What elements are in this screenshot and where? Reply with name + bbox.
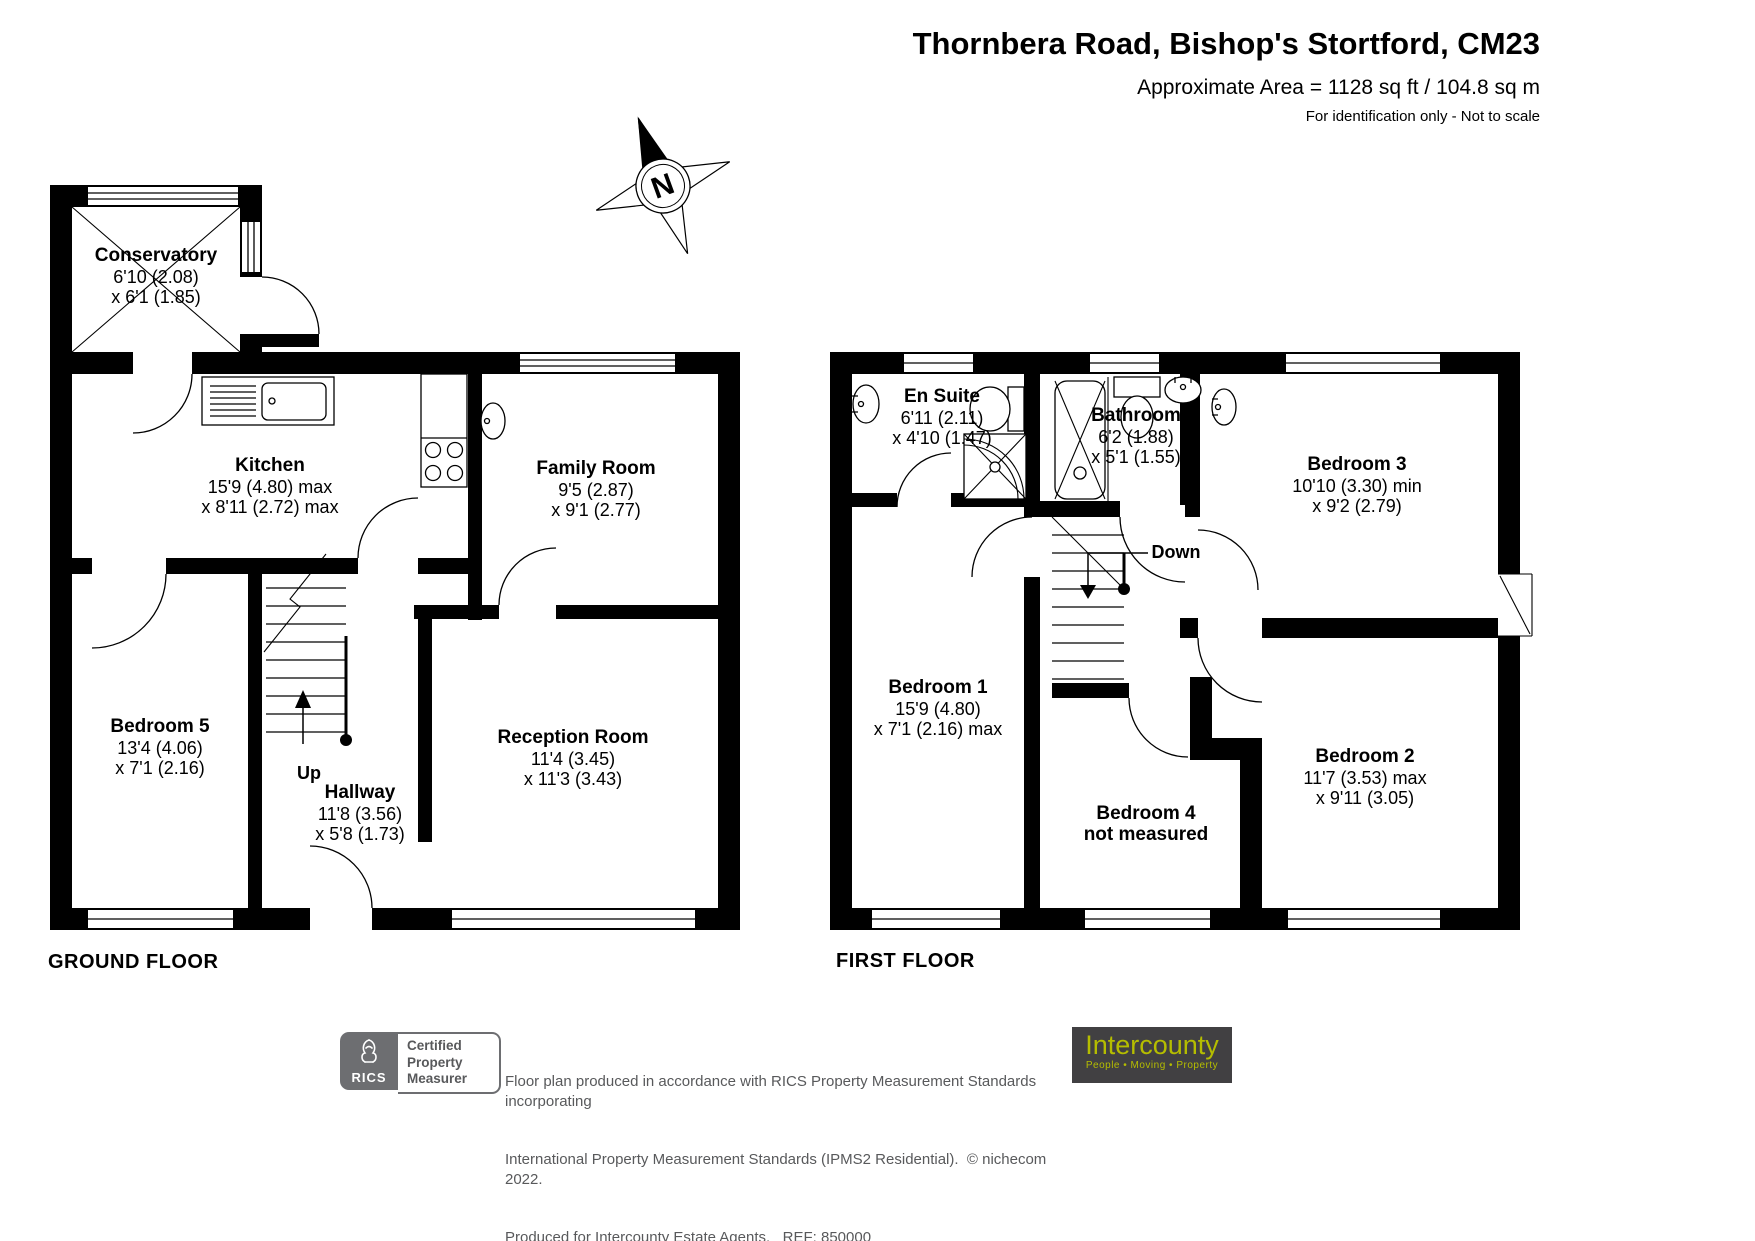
scale-note: For identification only - Not to scale <box>1305 108 1540 125</box>
stairs-up <box>263 553 352 746</box>
stairs-up-label: Up <box>297 763 321 783</box>
ground-floor-caption: GROUND FLOOR <box>48 951 219 973</box>
room-label-bedroom1: Bedroom 1 15'9 (4.80) x 7'1 (2.16) max <box>873 677 1003 739</box>
certified-property-measurer-badge: Certified Property Measurer <box>398 1032 501 1094</box>
hob-icon <box>420 373 468 488</box>
room-label-en-suite: En Suite 6'11 (2.11) x 4'10 (1.47) <box>892 386 992 448</box>
rics-lion-icon <box>361 1039 377 1063</box>
ground-openings <box>88 187 695 930</box>
room-label-bedroom3: Bedroom 3 10'10 (3.30) min x 9'2 (2.79) <box>1292 454 1422 516</box>
room-label-bedroom5: Bedroom 5 13'4 (4.06) x 7'1 (2.16) <box>110 716 210 778</box>
kitchen-sink-icon <box>201 376 335 426</box>
intercounty-tagline: People • Moving • Property <box>1085 1060 1219 1071</box>
ensuite-basin-icon <box>852 384 880 424</box>
bath-icon <box>1054 377 1109 501</box>
page-title: Thornbera Road, Bishop's Stortford, CM23 <box>912 26 1540 61</box>
first-floor-plan <box>830 352 1533 930</box>
room-label-hallway: Hallway 11'8 (3.56) x 5'8 (1.73) <box>315 782 405 844</box>
intercounty-brand: Intercounty <box>1085 1030 1219 1060</box>
room-label-family-room: Family Room 9'5 (2.87) x 9'1 (2.77) <box>536 458 656 520</box>
shower-icon <box>963 433 1027 500</box>
ensuite-toilet-icon <box>969 386 1025 432</box>
room-label-conservatory: Conservatory 6'10 (2.08) x 6'1 (1.85) <box>94 245 218 307</box>
first-floor-caption: FIRST FLOOR <box>836 950 975 972</box>
approximate-area: Approximate Area = 1128 sq ft / 104.8 sq… <box>1137 76 1540 99</box>
bathroom-toilet-icon <box>1113 376 1161 439</box>
ground-windows-doors <box>71 192 695 920</box>
room-label-kitchen: Kitchen 15'9 (4.80) max x 8'11 (2.72) ma… <box>201 455 339 517</box>
rics-brand: RICS <box>351 1070 387 1085</box>
stairs-down <box>1051 516 1148 680</box>
room-label-reception: Reception Room 11'4 (3.45) x 11'3 (3.43) <box>497 727 649 789</box>
rics-logo: RICS <box>340 1032 398 1090</box>
compass-icon <box>595 116 731 254</box>
disclaimer-text: Floor plan produced in accordance with R… <box>505 1073 1051 1241</box>
intercounty-logo: Intercounty People • Moving • Property <box>1072 1027 1232 1083</box>
bathroom-basin-icon <box>1164 376 1202 404</box>
room-label-bedroom4: Bedroom 4 not measured <box>1083 803 1209 845</box>
room-label-bedroom2: Bedroom 2 11'7 (3.53) max x 9'11 (3.05) <box>1303 746 1427 808</box>
stairs-down-label: Down <box>1151 542 1201 562</box>
family-room-basin-icon <box>476 402 506 440</box>
bedroom3-basin-icon <box>1211 388 1237 426</box>
first-windows-doors <box>872 362 1533 920</box>
ground-floor-plan <box>50 185 740 930</box>
room-label-bathroom: Bathroom 6'2 (1.88) x 5'1 (1.55) <box>1091 405 1181 467</box>
